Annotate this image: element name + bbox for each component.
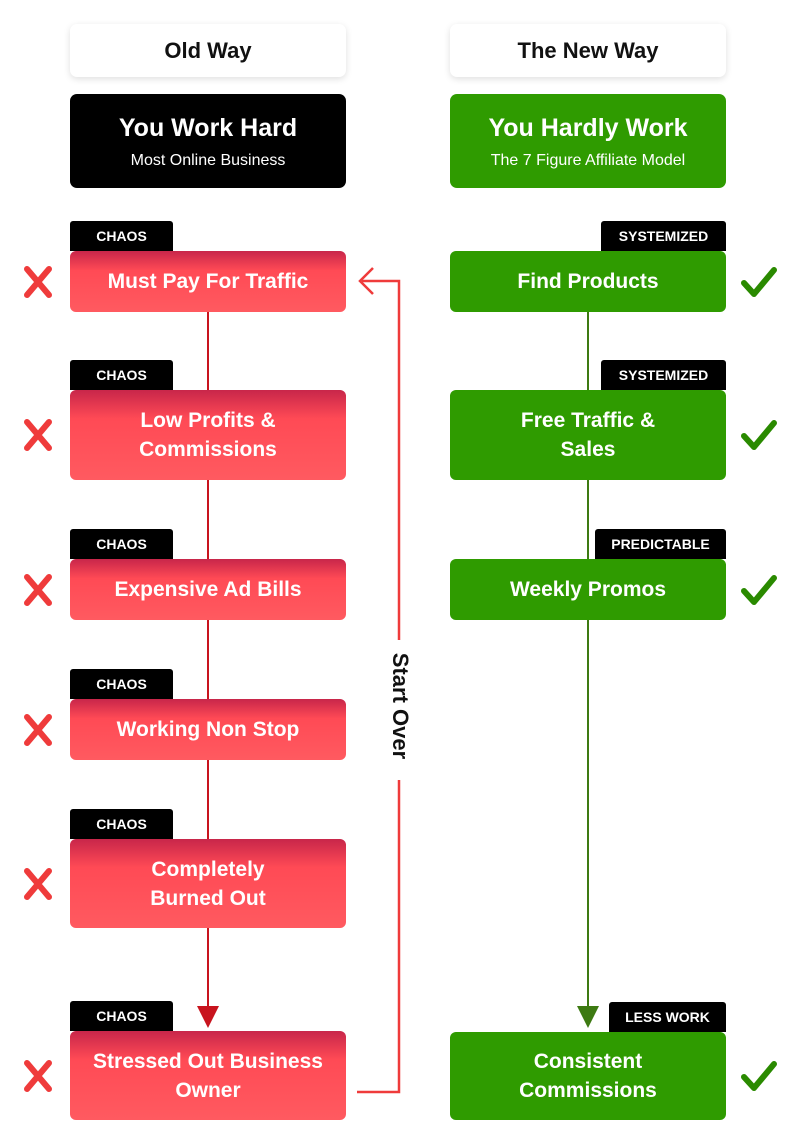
- step-tag: LESS WORK: [609, 1002, 726, 1032]
- cross-icon: [24, 868, 52, 900]
- old-connector: [207, 928, 209, 1010]
- old-connector: [207, 312, 209, 390]
- check-icon: [741, 575, 777, 605]
- old-way-subtitle: Most Online Business: [130, 151, 286, 169]
- cross-icon: [24, 1060, 52, 1092]
- check-icon: [741, 267, 777, 297]
- old-way-hero: You Work Hard Most Online Business: [70, 94, 346, 188]
- old-step-box: Completely Burned Out: [70, 839, 346, 928]
- step-tag: CHAOS: [70, 221, 173, 251]
- new-step-box: Free Traffic & Sales: [450, 390, 726, 480]
- new-step-box: Weekly Promos: [450, 559, 726, 620]
- step-tag: CHAOS: [70, 1001, 173, 1031]
- check-icon: [741, 1061, 777, 1091]
- step-tag: CHAOS: [70, 529, 173, 559]
- old-step-label: Low Profits & Commissions: [139, 409, 277, 461]
- step-tag: CHAOS: [70, 360, 173, 390]
- old-connector: [207, 760, 209, 839]
- old-connector: [207, 480, 209, 559]
- new-connector: [587, 312, 589, 390]
- start-over-loop: [357, 267, 401, 1094]
- old-arrowhead-icon: [197, 1006, 219, 1028]
- step-tag: SYSTEMIZED: [601, 360, 726, 390]
- new-connector: [587, 620, 589, 1010]
- start-over-label: Start Over: [388, 652, 413, 760]
- new-step-box: Consistent Commissions: [450, 1032, 726, 1120]
- old-step-box: Low Profits & Commissions: [70, 390, 346, 480]
- old-step-box: Expensive Ad Bills: [70, 559, 346, 620]
- old-step-box: Working Non Stop: [70, 699, 346, 760]
- old-way-title: You Work Hard: [118, 113, 298, 142]
- cross-icon: [24, 714, 52, 746]
- step-tag: PREDICTABLE: [595, 529, 726, 559]
- step-tag: CHAOS: [70, 809, 173, 839]
- new-way-header: The New Way: [450, 24, 726, 77]
- new-step-label: Consistent Commissions: [519, 1050, 657, 1102]
- old-way-header: Old Way: [70, 24, 346, 77]
- old-step-box: Must Pay For Traffic: [70, 251, 346, 312]
- new-way-title: You Hardly Work: [488, 113, 688, 142]
- old-step-label: Completely Burned Out: [150, 857, 266, 910]
- cross-icon: [24, 574, 52, 606]
- old-step-box: Stressed Out Business Owner: [70, 1031, 346, 1120]
- new-arrowhead-icon: [577, 1006, 599, 1028]
- new-step-box: Find Products: [450, 251, 726, 312]
- cross-icon: [24, 266, 52, 298]
- old-connector: [207, 620, 209, 699]
- new-connector: [587, 480, 589, 559]
- new-way-subtitle: The 7 Figure Affiliate Model: [490, 151, 686, 169]
- check-icon: [741, 420, 777, 450]
- cross-icon: [24, 419, 52, 451]
- new-step-label: Free Traffic & Sales: [520, 409, 656, 461]
- step-tag: SYSTEMIZED: [601, 221, 726, 251]
- new-way-hero: You Hardly Work The 7 Figure Affiliate M…: [450, 94, 726, 188]
- step-tag: CHAOS: [70, 669, 173, 699]
- old-step-label: Stressed Out Business Owner: [93, 1049, 323, 1102]
